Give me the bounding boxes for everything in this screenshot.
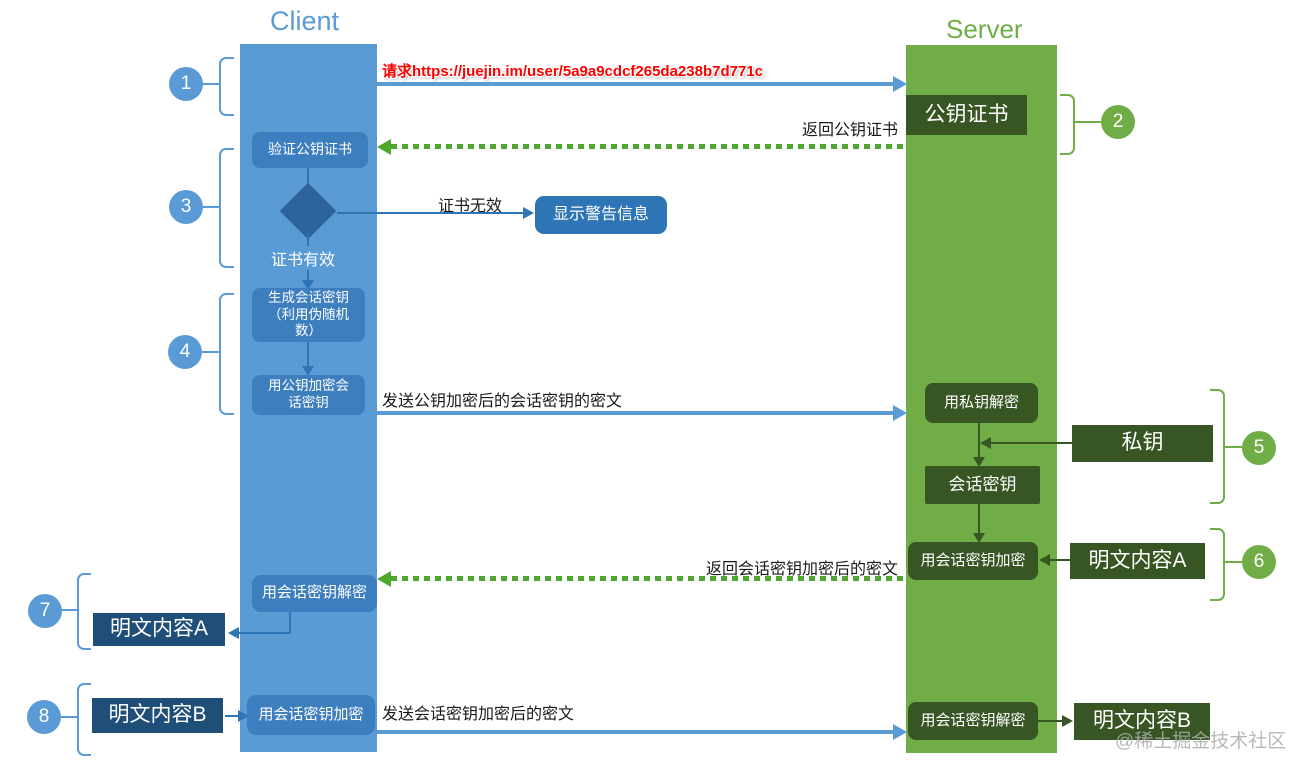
step-8-badge: 8 (27, 700, 61, 734)
step-8-brace (77, 683, 91, 756)
decrypt-elbow-vertical (289, 612, 291, 633)
client-plaintext-b-box: 明文内容B (92, 698, 223, 733)
client-encrypt-session-key-box2: 用会话密钥加密 (247, 695, 375, 735)
step-2-brace-tick (1073, 121, 1101, 123)
warning-box: 显示警告信息 (535, 196, 667, 234)
verify-to-diamond-line (307, 168, 309, 190)
cert-invalid-label: 证书无效 (438, 198, 503, 215)
decrypt-to-plaintext-b-arrow (1038, 720, 1062, 722)
step-2-brace (1060, 94, 1075, 155)
step-4-brace-tick (202, 351, 219, 353)
plaintext-a-to-encrypt-arrow (1050, 559, 1070, 561)
step-6-brace-tick (1223, 561, 1242, 563)
send-session-key-label: 发送公钥加密后的会话密钥的密文 (382, 393, 623, 410)
send-ciphertext-arrow (377, 730, 893, 734)
step-6-badge: 6 (1242, 545, 1276, 579)
client-verify-cert-box: 验证公钥证书 (252, 132, 368, 168)
cert-invalid-arrow (337, 212, 523, 214)
generate-to-encrypt-arrow (307, 342, 309, 366)
return-ciphertext-label: 返回会话密钥加密后的密文 (705, 561, 898, 578)
server-session-key-box: 会话密钥 (925, 466, 1040, 504)
send-session-key-arrow (377, 411, 893, 415)
server-public-key-cert-box: 公钥证书 (906, 95, 1027, 135)
server-plaintext-b-box: 明文内容B (1074, 703, 1210, 740)
client-encrypt-session-key-box: 用公钥加密会 话密钥 (252, 375, 365, 415)
step-4-badge: 4 (168, 335, 202, 369)
step-7-brace-tick (61, 609, 77, 611)
return-ciphertext-dotted-arrow (391, 576, 905, 581)
step-3-brace (219, 148, 234, 268)
decrypt-elbow-horizontal-arrow (239, 632, 291, 634)
private-decrypt-to-session-arrow (978, 423, 980, 457)
session-to-encrypt-arrow (978, 504, 980, 533)
return-cert-dotted-arrow (391, 144, 905, 149)
step-1-brace (219, 57, 234, 116)
step-7-brace (77, 573, 91, 650)
step-4-brace (219, 293, 234, 415)
server-private-key-box: 私钥 (1072, 425, 1213, 462)
client-plaintext-a-box: 明文内容A (93, 613, 225, 646)
server-lane-title: Server (946, 14, 1023, 44)
request-url-label: 请求https://juejin.im/user/5a9a9cdcf265da2… (382, 63, 763, 80)
step-7-badge: 7 (28, 594, 62, 628)
private-key-arrow (991, 442, 1072, 444)
step-6-brace (1210, 528, 1225, 601)
server-plaintext-a-box: 明文内容A (1070, 543, 1205, 579)
step-8-brace-tick (60, 716, 77, 718)
client-generate-session-key-box: 生成会话密钥 （利用伪随机 数） (252, 288, 365, 342)
send-ciphertext-label: 发送会话密钥加密后的密文 (382, 706, 575, 723)
step-5-badge: 5 (1242, 431, 1276, 465)
return-cert-label: 返回公钥证书 (801, 122, 898, 139)
plaintext-b-to-encrypt-arrow (225, 715, 238, 717)
step-2-badge: 2 (1101, 105, 1135, 139)
step-1-brace-tick (202, 83, 219, 85)
client-decrypt-session-key-box: 用会话密钥解密 (252, 575, 377, 612)
step-3-badge: 3 (169, 190, 203, 224)
request-arrow (377, 82, 893, 86)
server-encrypt-session-key-box: 用会话密钥加密 (908, 542, 1038, 580)
cert-valid-label: 证书有效 (267, 246, 340, 270)
step-5-brace-tick (1223, 446, 1242, 448)
step-3-brace-tick (202, 206, 219, 208)
server-decrypt-session-key-box: 用会话密钥解密 (908, 702, 1038, 740)
step-1-badge: 1 (169, 67, 203, 101)
watermark: @稀土掘金技术社区 (1115, 731, 1287, 752)
server-decrypt-private-key-box: 用私钥解密 (925, 383, 1038, 423)
client-lane-title: Client (270, 6, 340, 36)
